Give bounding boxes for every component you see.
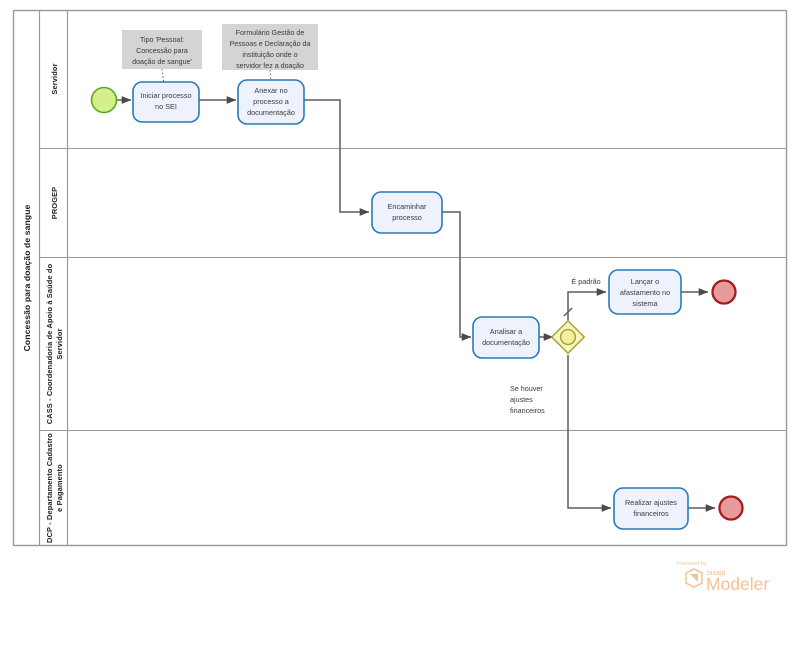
task-iniciar-processo[interactable]: Iniciar processo no SEI — [132, 81, 200, 123]
flow-label-conditional-line3: financeiros — [510, 406, 545, 415]
annotation-tipo[interactable]: Tipo 'Pessoal: Concessão para doação de … — [122, 30, 202, 85]
task-anexar-box — [237, 79, 305, 125]
flow-label-default: É padrão — [571, 277, 600, 286]
flow-label-conditional-line2: ajustes — [510, 395, 533, 404]
flow-encaminhar-to-analisar — [442, 211, 472, 341]
lane-label-cass-line1: CASS - Coordenadoria de Apoio à Saúde do — [45, 263, 54, 424]
annotation-tipo-line3: doação de sangue' — [132, 58, 192, 66]
task-realizar-ajustes[interactable]: Realizar ajustes financeiros — [613, 487, 689, 530]
task-lancar-line2: afastamento no — [620, 288, 670, 297]
task-lancar-box — [608, 269, 682, 315]
lane-label-progep: PROGEP — [50, 187, 59, 220]
start-event-circle — [90, 86, 118, 114]
flow-anexar-to-encaminhar — [303, 99, 370, 216]
lane-label-cass: CASS - Coordenadoria de Apoio à Saúde do… — [45, 263, 64, 424]
annotation-formulario-line4: servidor fez a doação — [236, 62, 304, 70]
sequence-flows — [117, 96, 716, 512]
task-iniciar-box — [132, 81, 200, 123]
annotation-formulario-line3: instituição onde o — [242, 51, 297, 59]
task-encaminhar-line2: processo — [392, 213, 422, 222]
end-event-dcp[interactable] — [718, 495, 744, 521]
annotation-formulario[interactable]: Formulário Gestão de Pessoas e Declaraçã… — [222, 24, 318, 83]
annotation-tipo-connector — [161, 68, 165, 85]
flow-gateway-to-lancar — [567, 288, 607, 320]
lane-label-dcp-line2: e Pagamento — [55, 464, 64, 512]
flow-gateway-to-realizar — [567, 355, 612, 512]
start-event[interactable] — [90, 86, 118, 114]
annotation-tipo-box — [122, 30, 202, 69]
task-anexar-documentacao[interactable]: Anexar no processo a documentação — [237, 79, 305, 125]
task-lancar-afastamento[interactable]: Lançar o afastamento no sistema — [608, 269, 682, 315]
task-anexar-line2: processo a — [253, 97, 290, 106]
task-analisar-box — [472, 316, 540, 359]
flow-labels: É padrão Se houver ajustes financeiros — [510, 277, 601, 415]
task-anexar-line3: documentação — [247, 108, 295, 117]
task-lancar-line1: Lançar o — [631, 277, 659, 286]
task-realizar-line2: financeiros — [633, 509, 669, 518]
task-iniciar-line2: no SEI — [155, 102, 177, 111]
default-flow-marker — [563, 307, 573, 317]
task-analisar-line1: Analisar a — [490, 327, 523, 336]
end-event-cass[interactable] — [711, 279, 737, 305]
annotation-formulario-line2: Pessoas e Declaração da — [230, 40, 311, 48]
annotation-formulario-box — [222, 24, 318, 70]
task-encaminhar-line1: Encaminhar — [388, 202, 428, 211]
gateway-inclusive-circle — [559, 328, 577, 346]
task-encaminhar-box — [371, 191, 443, 234]
task-lancar-line3: sistema — [632, 299, 658, 308]
end-event-cass-circle — [711, 279, 737, 305]
task-encaminhar-processo[interactable]: Encaminhar processo — [371, 191, 443, 234]
lane-label-dcp-line1: DCP - Departamento Cadastro — [45, 433, 54, 543]
task-analisar-line2: documentação — [482, 338, 530, 347]
lane-label-dcp: DCP - Departamento Cadastro e Pagamento — [45, 433, 64, 543]
task-anexar-line1: Anexar no — [254, 86, 287, 95]
lane-label-cass-line2: Servidor — [55, 328, 64, 359]
task-analisar-documentacao[interactable]: Analisar a documentação — [472, 316, 540, 359]
task-realizar-box — [613, 487, 689, 530]
pool-title: Concessão para doação de sangue — [22, 204, 32, 351]
end-event-dcp-circle — [718, 495, 744, 521]
annotation-formulario-line1: Formulário Gestão de — [236, 29, 305, 37]
annotation-tipo-line2: Concessão para — [136, 47, 188, 55]
flow-label-conditional-line1: Se houver — [510, 384, 543, 393]
lane-separators — [39, 148, 787, 431]
task-iniciar-line1: Iniciar processo — [140, 91, 191, 100]
lane-labels: Servidor PROGEP CASS - Coordenadoria de … — [45, 63, 64, 543]
task-realizar-line1: Realizar ajustes — [625, 498, 677, 507]
lane-label-servidor: Servidor — [50, 63, 59, 94]
annotation-tipo-line1: Tipo 'Pessoal: — [140, 36, 184, 44]
inclusive-gateway[interactable] — [550, 319, 586, 355]
